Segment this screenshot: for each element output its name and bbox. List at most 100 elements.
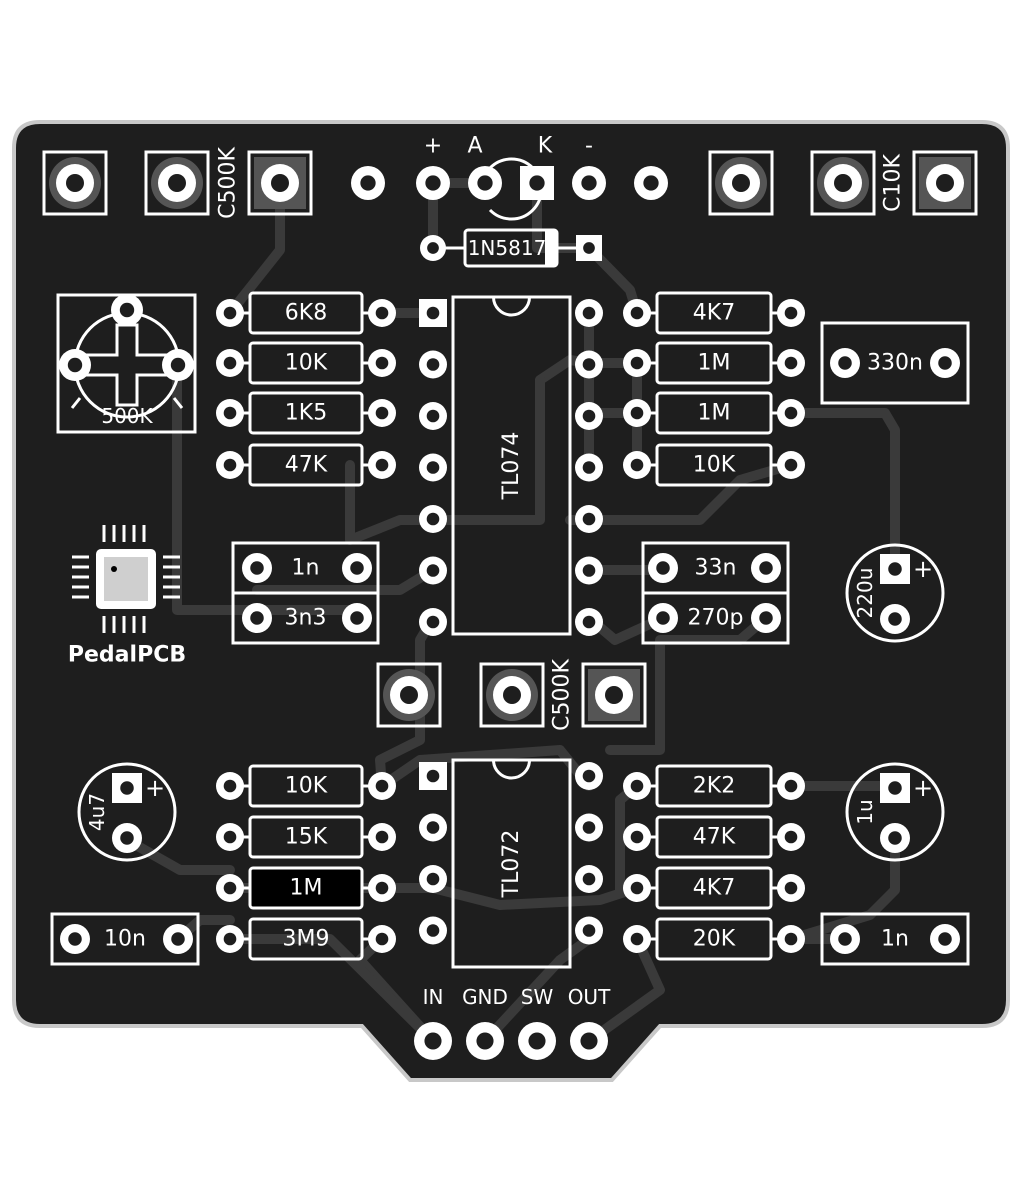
power-pad (416, 166, 450, 200)
resistor-label: 20K (693, 927, 736, 952)
resistor-pad (216, 349, 244, 377)
power-pin-label: - (585, 134, 593, 159)
power-pad (468, 166, 502, 200)
power-pad (634, 166, 668, 200)
pot-pad (42, 150, 108, 216)
resistor-label: 10K (285, 774, 328, 799)
pot-label: C10K (881, 154, 906, 212)
ic-pin (419, 505, 447, 533)
power-pin-label: + (424, 134, 442, 159)
resistor-pad (623, 451, 651, 479)
resistor-label: 10K (285, 351, 328, 376)
copper-trace (172, 360, 362, 615)
capacitor-pad (242, 603, 272, 633)
labels-layer: TL074TL0726K810K1K547K4K71M1M10K10K15K1M… (68, 134, 933, 1010)
resistor-label: 1K5 (285, 401, 327, 426)
resistor-pad (216, 823, 244, 851)
ic-pin (419, 453, 447, 482)
io-pin-label: SW (521, 985, 554, 1009)
resistor-pad (368, 349, 396, 377)
ic-pin (419, 402, 447, 430)
capacitor (820, 912, 970, 966)
ic-pin (575, 556, 603, 585)
pot-pad (912, 150, 978, 216)
trimmer-label: 500K (101, 404, 153, 428)
positive-sign: + (913, 555, 933, 583)
resistor-label: 47K (285, 453, 328, 478)
resistor-pad (777, 349, 805, 377)
resistor-pad (777, 925, 805, 953)
copper-trace (122, 835, 235, 875)
resistor-pad (777, 451, 805, 479)
pot-label: C500K (216, 147, 241, 219)
io-pin-label: IN (423, 985, 444, 1009)
io-pad (570, 1022, 608, 1060)
ic-pin (575, 916, 603, 945)
copper-trace (377, 745, 594, 791)
trimmer-pad (59, 349, 91, 381)
capacitor-label: 10n (104, 927, 146, 952)
trimmer-pad (111, 294, 143, 326)
capacitor-label: 1n (292, 556, 320, 581)
electrolytic-capacitor (845, 762, 945, 862)
electrolytic-pad-positive (880, 554, 910, 584)
capacitor (641, 591, 790, 645)
ic-pin (419, 608, 447, 636)
copper-trace (480, 934, 594, 1046)
capacitor-label: 1n (881, 927, 909, 952)
copper-trace (786, 408, 900, 573)
resistor-pad (368, 299, 396, 327)
capacitor-pad (163, 924, 193, 954)
resistor-pad (368, 823, 396, 851)
resistor-label: 1M (698, 351, 731, 376)
copper-trace (584, 934, 665, 1046)
ic-pin (419, 813, 447, 842)
ic-pin (575, 865, 603, 893)
ic-pin (419, 865, 447, 893)
pot-pad (247, 150, 313, 216)
resistor-pad (368, 399, 396, 427)
resistor-pad (777, 823, 805, 851)
capacitor-pad (648, 603, 678, 633)
io-pin-label: OUT (568, 985, 611, 1009)
capacitor-label: 3n3 (285, 606, 327, 631)
positive-sign: + (913, 774, 933, 802)
resistor-pad (368, 451, 396, 479)
resistor-label: 15K (285, 825, 328, 850)
resistor-label: 4K7 (693, 876, 735, 901)
pot-pad (144, 150, 210, 216)
pot-pad (810, 150, 876, 216)
copper-trace (786, 835, 900, 944)
capacitor-pad (930, 924, 960, 954)
ic-pin (575, 505, 603, 533)
ic-tl074 (451, 295, 572, 636)
capacitor-pad (342, 603, 372, 633)
electrolytic-capacitor (77, 762, 177, 862)
ic-pin (575, 350, 603, 379)
resistor-pad (216, 451, 244, 479)
resistor-pad (623, 349, 651, 377)
electrolytic-label: 1u (853, 799, 877, 824)
power-pad (520, 166, 554, 200)
copper-trace (225, 934, 438, 1046)
io-pad (518, 1022, 556, 1060)
resistor-label: 3M9 (283, 927, 330, 952)
resistor-pad (216, 925, 244, 953)
ic-pin (419, 350, 447, 379)
pads-layer (42, 150, 978, 1060)
resistor-pad (623, 299, 651, 327)
copper-trace (565, 460, 796, 525)
electrolytic-pad (112, 823, 142, 853)
resistor-label: 1M (698, 401, 731, 426)
logo-text: PedalPCB (68, 643, 186, 668)
resistor-pad (368, 874, 396, 902)
ic-tl072 (451, 758, 572, 969)
positive-sign: + (145, 774, 165, 802)
resistor-pad (216, 772, 244, 800)
electrolytic-pad (880, 604, 910, 634)
pot-pad (581, 662, 647, 728)
ic-pin (575, 453, 603, 482)
io-pad (414, 1022, 452, 1060)
electrolytic-pad-positive (112, 773, 142, 803)
resistor-pad (623, 874, 651, 902)
